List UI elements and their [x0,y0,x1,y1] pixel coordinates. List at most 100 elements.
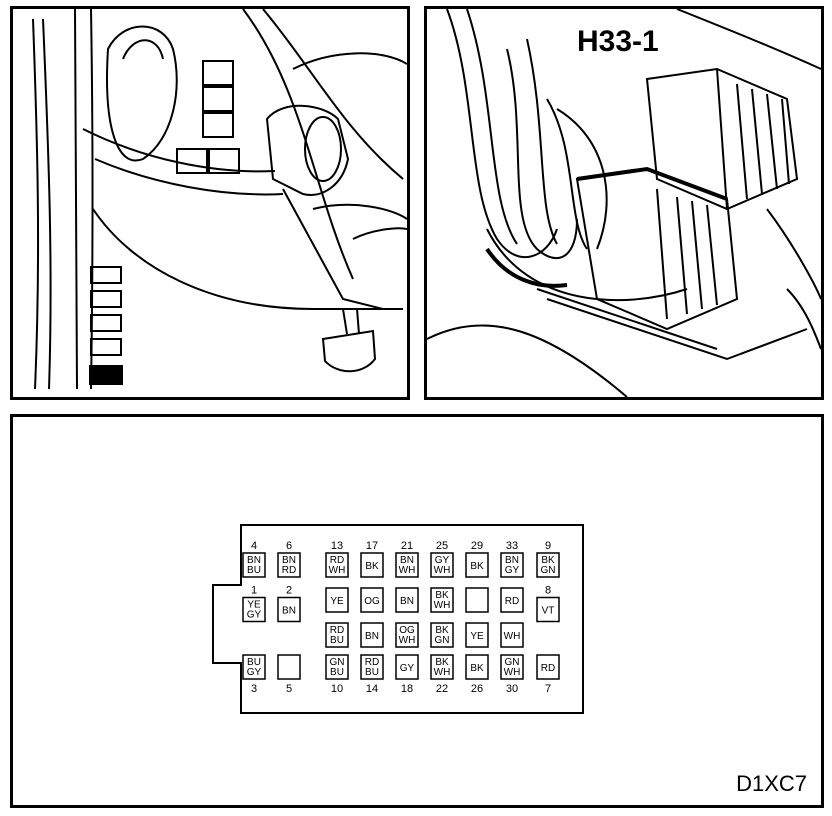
pin-7: RD 7 [536,654,560,695]
pin-number: 22 [436,683,448,695]
pin-wire-color: RD [541,663,555,674]
pin-cavity [325,552,349,578]
pin-cavity [465,654,489,680]
pin-wire-color-stripe: RD [282,565,296,576]
pin-cavity [465,552,489,578]
pin-wire-color-stripe: WH [434,600,451,611]
pin-cavity [500,654,524,680]
pin-wire-color: YE [330,596,344,607]
pin-wire-color-stripe: GN [435,635,450,646]
pin-2: BN2 [277,585,301,623]
pin-wire-color: WH [504,631,521,642]
pin-number: 4 [251,540,257,552]
pin-wire-color-primary: OG [399,625,415,636]
pin-wire-color-stripe: WH [399,635,416,646]
diagram-code: D1XC7 [736,771,807,796]
pin-wire-color: BN [282,606,296,617]
pin-cavity-16: RD [500,587,524,613]
pin-cavity [395,654,419,680]
pin-wire-color: BN [365,631,379,642]
pin-number: 3 [251,683,257,695]
pin-cavity [500,622,524,648]
pin-number: 26 [471,683,483,695]
pin-wire-color-primary: GY [435,555,450,566]
pin-wire-color-primary: BN [247,555,261,566]
pin-wire-color-stripe: WH [329,565,346,576]
pin-cavity-12: OG [360,587,384,613]
pin-wire-color-stripe: BU [330,667,344,678]
dashboard-location-drawing [32,9,407,390]
pin-cavity [536,596,560,623]
pin-cavity-22: YE [465,622,489,648]
pin-cavity [395,622,419,648]
pin-number: 33 [506,540,518,552]
pin-wire-color: OG [364,596,380,607]
pin-cavity [325,587,349,613]
pin-number: 6 [286,540,292,552]
pin-wire-color-primary: BK [541,555,555,566]
pin-wire-color-primary: RD [365,657,379,668]
pin-wire-color-primary: RD [330,625,344,636]
pin-wire-color: YE [470,631,484,642]
pin-cavity [277,596,301,623]
pin-wire-color: RD [505,596,519,607]
pin-number: 10 [331,683,343,695]
pin-cavity [242,596,266,623]
connector-housing-outline [212,524,584,714]
pin-number: 30 [506,683,518,695]
pin-wire-color-stripe: GY [247,667,262,678]
pin-wire-color-stripe: GY [505,565,520,576]
pin-cavity [242,552,266,578]
pin-wire-color: BK [470,663,484,674]
pin-wire-color-primary: BN [400,555,414,566]
pin-number: 18 [401,683,413,695]
pin-cavity [360,587,384,613]
pin-cavity-13: BN [395,587,419,613]
pin-number: 5 [286,683,292,695]
pin-cavity-15 [465,587,489,613]
pin-wire-color-primary: BN [505,555,519,566]
pin-wire-color-primary: YE [247,600,261,611]
pin-number: 7 [545,683,551,695]
pin-number: 29 [471,540,483,552]
pin-wire-color-stripe: BU [330,635,344,646]
pin-number: 1 [251,585,257,597]
pin-cavity [277,552,301,578]
pin-wire-color-stripe: GY [247,610,262,621]
pin-cavity [360,622,384,648]
connector-harness-drawing [427,9,821,397]
pin-wire-color-stripe: WH [434,565,451,576]
pin-wire-color-primary: BU [247,657,261,668]
pin-cavity [430,654,454,680]
pin-cavity [465,587,489,613]
connector-title: H33-1 [573,25,663,59]
pin-wire-color-primary: BK [435,657,449,668]
pin-number: 17 [366,540,378,552]
pin-cavity [277,654,301,680]
pin-26: BK 26 [465,654,489,695]
pin-cavity [500,587,524,613]
pin-cavity [395,552,419,578]
pin-cavity [430,552,454,578]
pin-cavity [430,587,454,613]
pin-wire-color-stripe: WH [504,667,521,678]
pin-cavity [395,587,419,613]
pin-8: VT8 [536,585,560,623]
pin-wire-color-stripe: GN [541,565,556,576]
pin-wire-color-primary: BK [435,590,449,601]
